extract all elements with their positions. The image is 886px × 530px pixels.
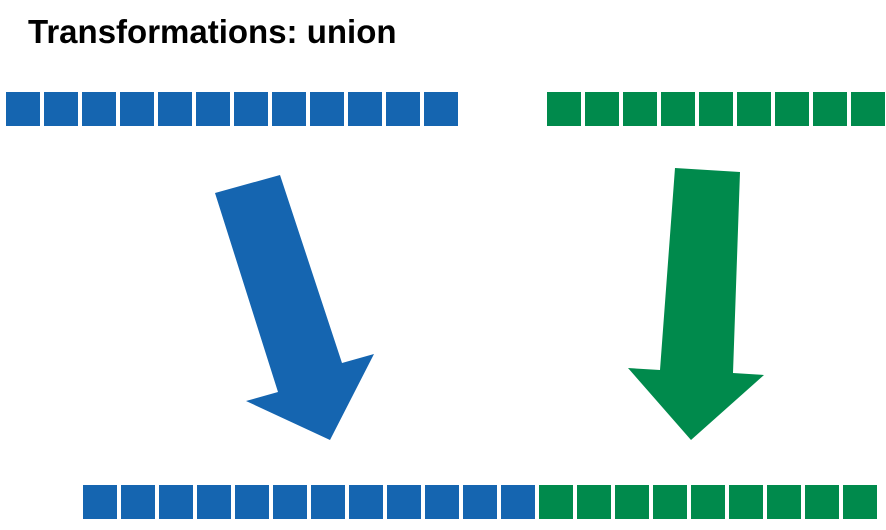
union-second-partition xyxy=(691,485,725,519)
second-dataset-partition xyxy=(623,92,657,126)
first-dataset-partition xyxy=(44,92,78,126)
first-dataset-partition xyxy=(82,92,116,126)
union-second-partition xyxy=(729,485,763,519)
first-dataset-partition xyxy=(120,92,154,126)
first-dataset-partition xyxy=(310,92,344,126)
union-first-partition xyxy=(83,485,117,519)
first-dataset-partition xyxy=(272,92,306,126)
union-second-partition xyxy=(577,485,611,519)
union-first-partition xyxy=(159,485,193,519)
second-dataset-partition xyxy=(813,92,847,126)
second-dataset-partition xyxy=(661,92,695,126)
first-dataset-partition xyxy=(6,92,40,126)
first-dataset-partition xyxy=(386,92,420,126)
first-dataset-partition xyxy=(196,92,230,126)
union-first-partition xyxy=(463,485,497,519)
second-dataset-partition xyxy=(851,92,885,126)
union-first-partition xyxy=(121,485,155,519)
slide-title: Transformations: union xyxy=(28,13,397,50)
union-first-partition xyxy=(425,485,459,519)
second-dataset-partition xyxy=(775,92,809,126)
union-second-partition xyxy=(843,485,877,519)
first-dataset-partition xyxy=(424,92,458,126)
second-dataset-partition xyxy=(547,92,581,126)
union-first-partition xyxy=(501,485,535,519)
second-dataset-partition xyxy=(699,92,733,126)
union-second-partition xyxy=(767,485,801,519)
union-second-partition xyxy=(805,485,839,519)
first-dataset-partition xyxy=(234,92,268,126)
union-second-partition xyxy=(539,485,573,519)
union-first-partition xyxy=(387,485,421,519)
second-dataset-partition xyxy=(737,92,771,126)
second-to-union-arrow-icon xyxy=(628,168,764,440)
union-second-partition xyxy=(653,485,687,519)
second-dataset-partition xyxy=(585,92,619,126)
union-first-partition xyxy=(273,485,307,519)
union-first-partition xyxy=(311,485,345,519)
union-first-partition xyxy=(349,485,383,519)
first-to-union-arrow-icon xyxy=(215,175,374,440)
union-first-partition xyxy=(197,485,231,519)
union-second-partition xyxy=(615,485,649,519)
first-dataset-partition xyxy=(158,92,192,126)
first-dataset-partition xyxy=(348,92,382,126)
union-first-partition xyxy=(235,485,269,519)
